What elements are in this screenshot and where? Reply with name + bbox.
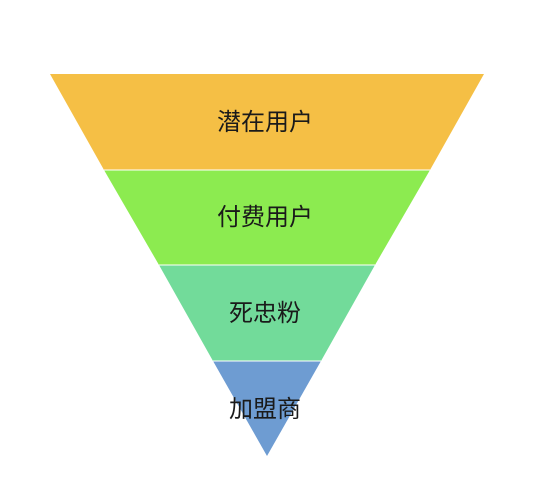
segment-label-potential-users: 潜在用户 <box>217 108 313 136</box>
segment-label-franchisees: 加盟商 <box>229 395 301 423</box>
funnel-segment-potential-users <box>50 74 484 170</box>
segment-label-loyal-fans: 死忠粉 <box>229 299 301 327</box>
funnel-segment-paying-users <box>104 170 430 265</box>
segment-label-paying-users: 付费用户 <box>217 203 313 231</box>
funnel-segment-loyal-fans <box>159 265 375 361</box>
funnel-segment-franchisees <box>213 361 321 456</box>
